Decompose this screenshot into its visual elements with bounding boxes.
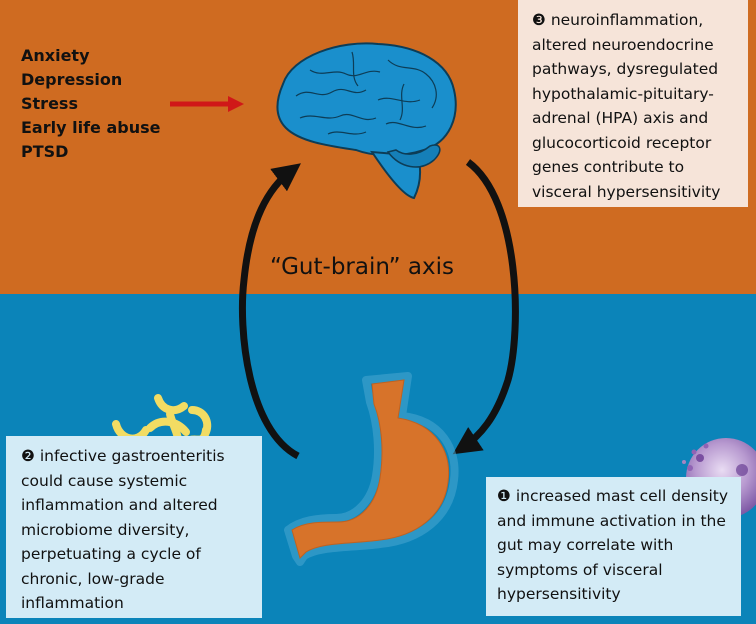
note-box-top-right-fill: [518, 0, 748, 207]
stressor-item: Depression: [21, 70, 123, 89]
stressor-item: PTSD: [21, 142, 69, 161]
note-neuroinflammation: ❸ neuroinflammation, altered neuroendocr…: [532, 11, 721, 201]
gut-to-brain-arrow: [239, 163, 301, 460]
stressor-item: Anxiety: [21, 46, 90, 65]
note-mast-cell: ❶ increased mast cell density and immune…: [497, 487, 729, 603]
stressor-list: Anxiety Depression Stress Early life abu…: [21, 44, 160, 164]
note-box-bottom-right-fill: [486, 477, 741, 616]
stressor-item: Stress: [21, 94, 78, 113]
stressor-item: Early life abuse: [21, 118, 161, 137]
note-box-bottom-left-fill: [6, 436, 262, 618]
brain-to-gut-arrow: [452, 159, 519, 455]
stress-arrow: [170, 96, 244, 112]
brain-icon: [276, 42, 457, 200]
stomach-icon: [284, 372, 459, 566]
gut-brain-axis-label: “Gut-brain” axis: [270, 254, 454, 280]
note-gastroenteritis: ❷ infective gastroenteritis could cause …: [21, 447, 225, 612]
